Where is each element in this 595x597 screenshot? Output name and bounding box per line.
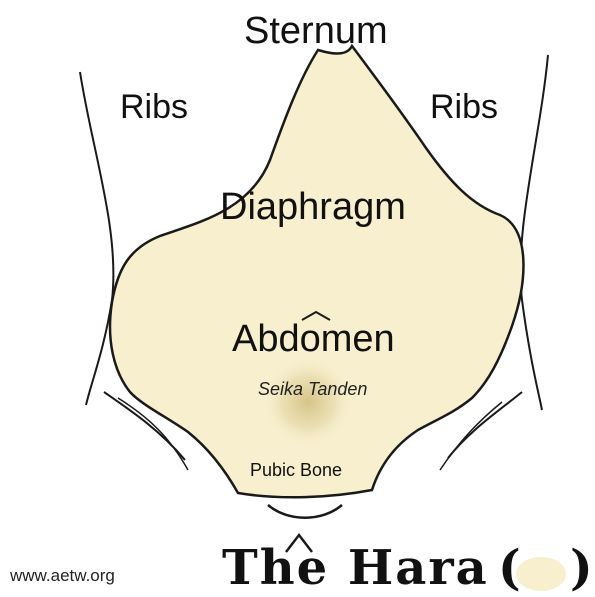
pubic-arc bbox=[268, 505, 342, 518]
sternum-label: Sternum bbox=[244, 10, 388, 53]
right-torso-line bbox=[520, 55, 548, 410]
diaphragm-label: Diaphragm bbox=[220, 186, 406, 229]
logo-paren-open: ( bbox=[498, 540, 523, 596]
abdomen-label: Abdomen bbox=[232, 318, 395, 361]
seika-tanden-label: Seika Tanden bbox=[258, 379, 367, 400]
hara-logo-oval bbox=[516, 557, 566, 591]
pubic-bone-label: Pubic Bone bbox=[250, 460, 342, 481]
seika-tanden-glow bbox=[264, 358, 352, 446]
ribs-right-label: Ribs bbox=[430, 88, 498, 127]
website-label: www.aetw.org bbox=[10, 566, 115, 586]
left-torso-line bbox=[80, 72, 113, 405]
the-hara-title: The Hara bbox=[222, 540, 489, 596]
logo-paren-close: ) bbox=[570, 540, 595, 596]
ribs-left-label: Ribs bbox=[120, 88, 188, 127]
